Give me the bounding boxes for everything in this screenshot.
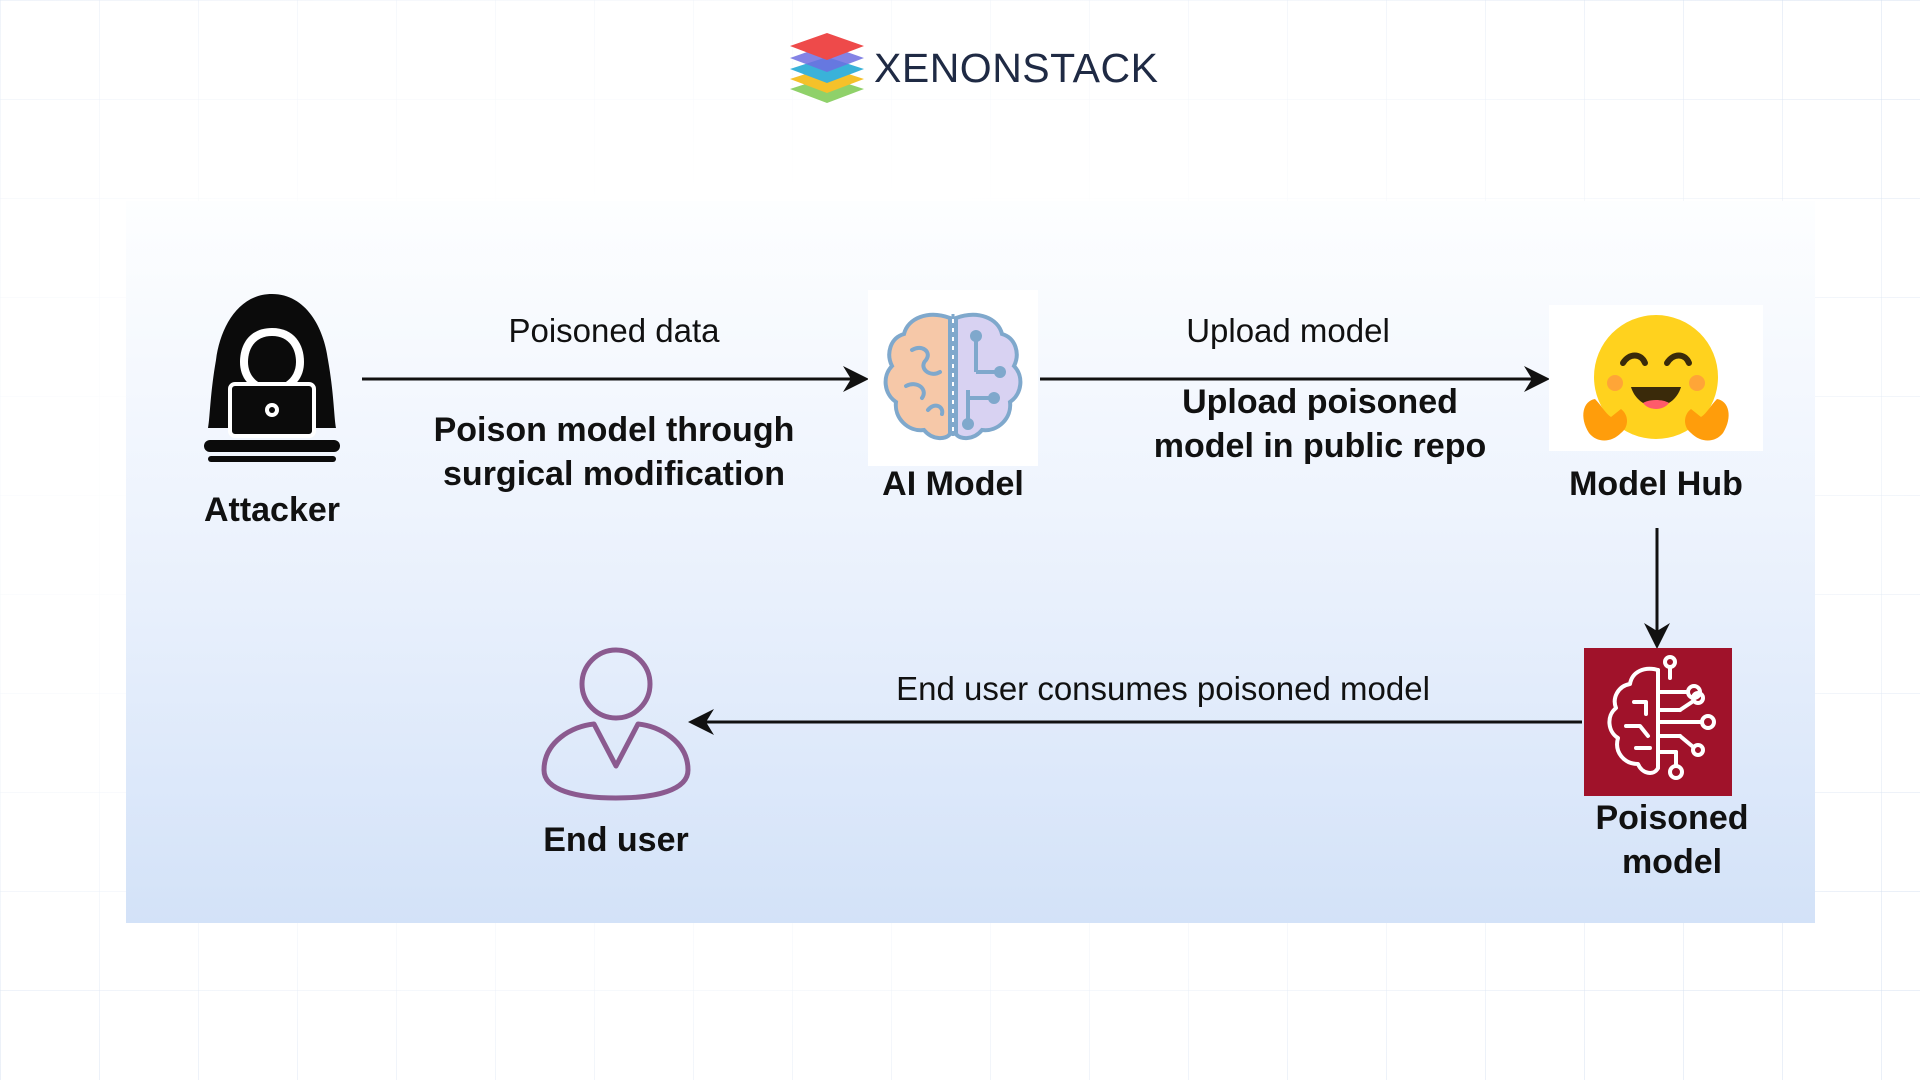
edge-poisoned-to-user-label: End user consumes poisoned model	[896, 670, 1430, 707]
edge-attacker-to-model-note-2: surgical modification	[443, 455, 785, 493]
attacker-icon	[196, 290, 348, 466]
poisoned-model-label-2: model	[1621, 843, 1723, 881]
end-user-label: End user	[543, 821, 689, 859]
edge-model-to-hub-label: Upload model	[1186, 312, 1390, 349]
hugging-face-emoji-icon	[1549, 305, 1763, 451]
ai-model-label: AI Model	[882, 465, 1024, 503]
poisoned-model-label-1: Poisoned	[1595, 799, 1749, 837]
edge-attacker-to-model-note-1: Poison model through	[433, 411, 795, 449]
brand-name: XENONSTACK	[874, 44, 1159, 91]
ai-model-icon	[868, 290, 1038, 466]
poisoned-model-icon	[1584, 648, 1732, 796]
attacker-label: Attacker	[203, 491, 341, 529]
model-hub-label: Model Hub	[1569, 465, 1743, 503]
brand-logo: XENONSTACK	[788, 26, 1158, 110]
edge-model-to-hub-note-1: Upload poisoned	[1182, 383, 1458, 421]
edge-attacker-to-model-label: Poisoned data	[508, 312, 720, 349]
edge-model-to-hub-note-2: model in public repo	[1153, 427, 1487, 465]
end-user-icon	[538, 644, 694, 802]
stacked-layers-logo-icon	[790, 33, 864, 103]
